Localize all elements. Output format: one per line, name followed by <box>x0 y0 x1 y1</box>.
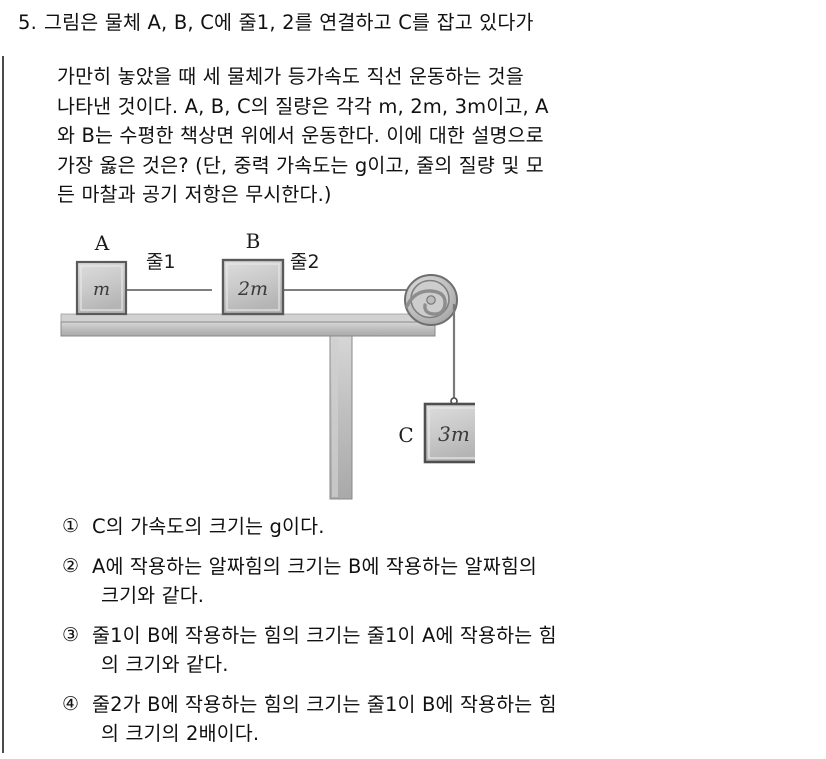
stem-body-line: 가만히 놓았을 때 세 물체가 등가속도 직선 운동하는 것을 <box>57 65 524 88</box>
choice-line: 크기와 같다. <box>101 584 205 607</box>
choice-2-text: A에 작용하는 알짜힘의 크기는 B에 작용하는 알짜힘의 크기와 같다. <box>92 552 807 611</box>
block-c-mass-label: 3m <box>438 422 470 446</box>
stem-body-line: 와 B는 수평한 책상면 위에서 운동한다. 이에 대한 설명으로 <box>57 124 544 147</box>
choice-1-marker: ① <box>62 515 80 537</box>
block-b-mass-label: 2m <box>237 278 268 300</box>
choice-option-3[interactable]: ③ 줄1이 B에 작용하는 힘의 크기는 줄1이 A에 작용하는 힘 의 크기와… <box>62 621 807 680</box>
choice-option-2[interactable]: ② A에 작용하는 알짜힘의 크기는 B에 작용하는 알짜힘의 크기와 같다. <box>62 552 807 611</box>
physics-diagram: m A 2m B 줄1 줄2 3m C <box>55 228 475 503</box>
question-stem-body: 가만히 놓았을 때 세 물체가 등가속도 직선 운동하는 것을 나타낸 것이다.… <box>57 62 769 210</box>
block-b-label: B <box>246 229 261 253</box>
left-margin-rule <box>2 56 4 753</box>
question-stem-line-1: 5. 그림은 물체 A, B, C에 줄1, 2를 연결하고 C를 잡고 있다가 <box>18 8 534 38</box>
choice-line: 줄2가 B에 작용하는 힘의 크기는 줄1이 B에 작용하는 힘 <box>92 692 557 716</box>
block-a: m <box>75 260 128 316</box>
string-2-label: 줄2 <box>290 251 320 273</box>
choice-line: 의 크기의 2배이다. <box>101 722 260 745</box>
stem-body-line: 든 마찰과 공기 저항은 무시한다.) <box>57 183 332 206</box>
choice-1-text: C의 가속도의 크기는 g이다. <box>92 512 807 542</box>
table-surface <box>60 313 436 337</box>
choice-line: 의 크기와 같다. <box>101 653 229 676</box>
answer-choices: ① C의 가속도의 크기는 g이다. ② A에 작용하는 알짜힘의 크기는 B에… <box>62 512 807 759</box>
choice-option-1[interactable]: ① C의 가속도의 크기는 g이다. <box>62 512 807 542</box>
choice-line: 줄1이 B에 작용하는 힘의 크기는 줄1이 A에 작용하는 힘 <box>92 623 557 647</box>
block-c-label: C <box>398 423 413 447</box>
choice-3-text: 줄1이 B에 작용하는 힘의 크기는 줄1이 A에 작용하는 힘 의 크기와 같… <box>92 621 807 680</box>
block-a-label: A <box>94 231 110 255</box>
question-stem-text: 그림은 물체 A, B, C에 줄1, 2를 연결하고 C를 잡고 있다가 <box>44 11 534 34</box>
pulley <box>404 274 458 326</box>
choice-line: A에 작용하는 알짜힘의 크기는 B에 작용하는 알짜힘의 <box>92 554 537 578</box>
stem-body-line: 나타낸 것이다. A, B, C의 질량은 각각 m, 2m, 3m이고, A <box>57 94 549 118</box>
choice-option-4[interactable]: ④ 줄2가 B에 작용하는 힘의 크기는 줄1이 B에 작용하는 힘 의 크기의… <box>62 690 807 749</box>
stem-body-line: 가장 옳은 것은? (단, 중력 가속도는 g이고, 줄의 질량 및 모 <box>57 153 544 177</box>
choice-line: C의 가속도의 크기는 g이다. <box>92 515 325 538</box>
table-leg <box>329 335 353 500</box>
block-b: 2m <box>221 258 285 316</box>
diagram-svg: m A 2m B 줄1 줄2 3m C <box>60 229 475 500</box>
choice-2-marker: ② <box>62 554 80 577</box>
string-1-label: 줄1 <box>146 251 176 273</box>
question-number: 5. <box>18 11 38 34</box>
block-a-mass-label: m <box>93 279 110 300</box>
block-c: 3m <box>423 402 475 464</box>
choice-4-text: 줄2가 B에 작용하는 힘의 크기는 줄1이 B에 작용하는 힘 의 크기의 2… <box>92 690 807 749</box>
choice-4-marker: ④ <box>62 692 80 715</box>
choice-3-marker: ③ <box>62 623 80 646</box>
